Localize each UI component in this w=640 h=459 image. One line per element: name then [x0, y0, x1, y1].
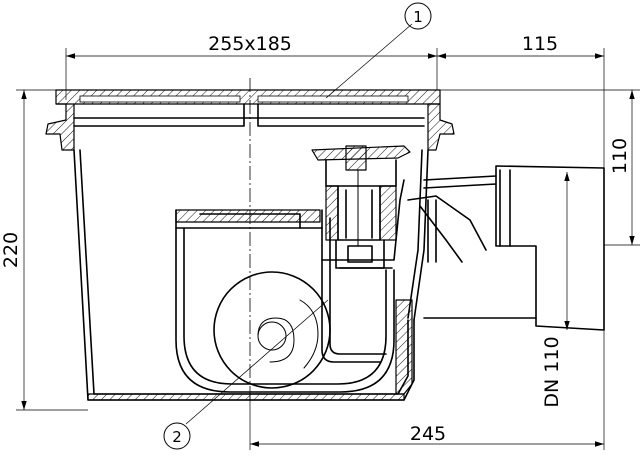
callout-2: 2 — [163, 422, 191, 450]
dimension-lines — [16, 48, 640, 450]
drain-housing — [45, 89, 605, 401]
dim-total-height: 220 — [0, 232, 22, 268]
callout-2-label: 2 — [172, 428, 182, 446]
dim-top-grate: 255x185 — [208, 33, 292, 55]
odor-trap — [213, 271, 331, 389]
callout-1-label: 1 — [413, 8, 423, 26]
dim-outlet-diameter: DN 110 — [541, 336, 563, 407]
dim-bottom-length: 245 — [410, 423, 446, 445]
dim-outlet-height: 110 — [609, 138, 631, 174]
callout-1: 1 — [404, 2, 432, 30]
callout-leaders — [185, 23, 413, 425]
valve-assembly — [311, 145, 411, 269]
dim-top-outlet: 115 — [522, 33, 558, 55]
